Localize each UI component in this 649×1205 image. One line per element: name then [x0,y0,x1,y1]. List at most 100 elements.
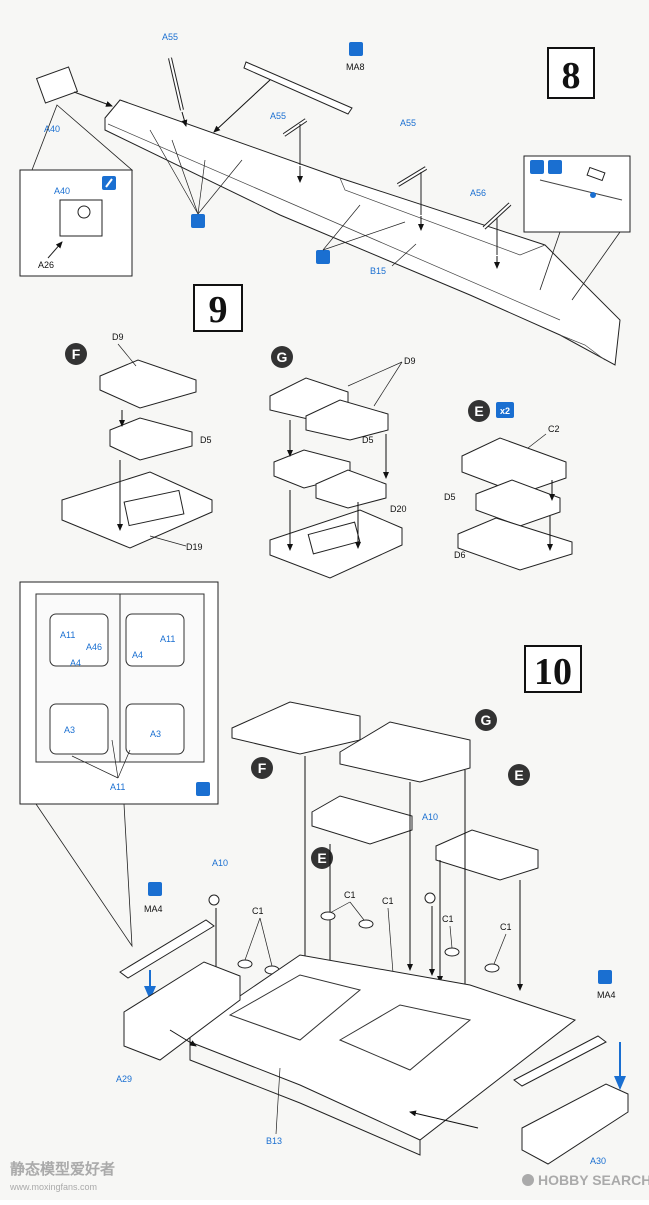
step-10-number: 10 [534,651,572,693]
label-d5-f: D5 [200,435,212,445]
rod-a55-1 [168,57,184,111]
label-c1-4: C1 [442,914,454,924]
paint-brush-icon-10 [196,782,210,796]
assy-e-10b [435,829,539,881]
label-a4-2: A4 [132,650,143,660]
paint-brush-icon-inset [530,160,544,174]
label-a11-bottom: A11 [110,782,125,792]
label-c1-5: C1 [500,922,512,932]
assy-f-10 [231,701,361,755]
watermark: 静态模型爱好者 www.moxingfans.com HOBBY SEARCH [9,1160,649,1192]
label-a3-2: A3 [150,729,161,739]
letter-e-9: E [474,403,483,419]
label-a26: A26 [38,260,54,270]
letter-f-9: F [72,346,81,362]
label-d20: D20 [390,504,407,514]
side-panel-b15 [104,99,621,366]
label-b13: B13 [266,1136,282,1146]
step-9: 9 F D9 D5 D19 G D9 D5 D20 E [61,284,573,579]
strip-ma4-right [513,1035,607,1087]
strip-ma4-left [119,919,215,979]
bin-d5-e [475,479,561,527]
step-8-number: 8 [562,55,581,97]
label-ma4-right: MA4 [597,990,616,1000]
label-b15: B15 [370,266,386,276]
letter-f-badge-9 [65,343,87,365]
label-d5-e: D5 [444,492,456,502]
label-d9-f: D9 [112,332,124,342]
label-a11-2: A11 [160,634,175,644]
label-d19: D19 [186,542,203,552]
letter-g-9: G [277,349,288,365]
label-c1-2: C1 [344,890,356,900]
glue-drop-icon-1 [191,214,205,228]
label-a56: A56 [470,188,486,198]
letter-e-badge-10b [508,764,530,786]
assy-e-10a [311,795,413,845]
lid-c2 [461,437,567,495]
glue-drop-icon-inset [548,160,562,174]
watermark-url: www.moxingfans.com [9,1182,97,1192]
box-a30 [521,1083,629,1165]
glue-drop-icon-ma8 [349,42,363,56]
hobby-search-logo-icon [522,1174,534,1186]
lid-d9-f [99,359,197,409]
step-9-number: 9 [209,289,228,331]
plate-d20 [269,509,403,579]
letter-g-10: G [481,712,492,728]
step-10: 10 A11 A11 A46 A4 A4 A3 A3 A11 F G E E [19,581,629,1166]
step-8: 8 A40 A40 A26 A55 A55 [19,32,631,366]
inset-detail-8 [523,155,631,233]
label-c2: C2 [548,424,560,434]
step-10-box [524,645,582,693]
label-a40-inset: A40 [54,186,70,196]
letter-f-10: F [258,760,267,776]
bin-d5-g2 [315,469,387,509]
glue-drop-icon-2 [316,250,330,264]
hobby-search-logo: HOBBY SEARCH [522,1172,649,1188]
plate-d6 [457,517,573,571]
label-a46: A46 [86,642,102,652]
label-a10-1: A10 [212,858,228,868]
lid-d9-g2 [305,399,389,441]
part-a40-inset [59,199,103,237]
label-c1-1: C1 [252,906,264,916]
label-a40-top: A40 [44,124,60,134]
label-a55-3: A55 [400,118,416,128]
hull-b13 [189,954,577,1141]
rod-a55-2 [282,118,308,165]
strip-ma8 [243,61,353,115]
label-a30: A30 [590,1156,606,1166]
watermark-cn: 静态模型爱好者 [10,1160,115,1178]
glue-drop-icon-ma4-right [598,970,612,984]
label-d6: D6 [454,550,466,560]
label-ma8: MA8 [346,62,365,72]
letter-g-badge-10 [475,709,497,731]
label-d5-g: D5 [362,435,374,445]
letter-e-badge-10a [311,847,333,869]
box-a29 [123,961,241,1061]
multiplier-text: x2 [500,406,510,416]
label-a3-1: A3 [64,725,75,735]
part-a40-top [35,66,79,104]
watermark-brand: HOBBY SEARCH [538,1172,649,1188]
glue-drop-icon-ma4-left [148,882,162,896]
bin-d5-f [109,417,193,461]
label-a55-2: A55 [270,111,286,121]
label-c1-3: C1 [382,896,394,906]
label-a10-2: A10 [422,812,438,822]
label-a29: A29 [116,1074,132,1084]
plate-d19 [61,471,213,549]
letter-e-10a: E [317,850,326,866]
letter-e-badge-9 [468,400,490,422]
label-ma4-left: MA4 [144,904,163,914]
multiplier-badge [496,402,514,418]
label-a11-1: A11 [60,630,75,640]
letter-f-badge-10 [251,757,273,779]
letter-g-badge-9 [271,346,293,368]
rod-a56 [482,202,512,255]
rod-a55-3 [396,166,428,215]
label-d9-g: D9 [404,356,416,366]
